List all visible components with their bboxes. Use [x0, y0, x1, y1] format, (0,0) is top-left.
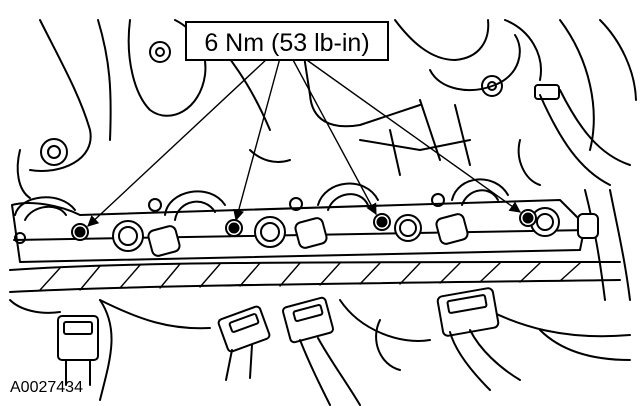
- fuel-rail-bolt-1: [71, 223, 89, 241]
- engine-background: [16, 19, 637, 301]
- torque-spec-label: 6 Nm (53 lb-in): [204, 29, 369, 57]
- leader-arrow-1: [87, 57, 269, 227]
- leader-arrow-2: [233, 57, 281, 222]
- electrical-connectors: [57, 287, 631, 406]
- fuel-injectors: [147, 213, 599, 257]
- injector-clips: [14, 178, 509, 221]
- intake-manifold: [11, 193, 591, 263]
- callout-box: [185, 21, 389, 61]
- fuel-rail-bolt-4: [519, 209, 537, 227]
- fuel-rail-bolt-3: [373, 213, 391, 231]
- fuel-rail-bolts: [71, 209, 537, 241]
- figure-id: A0027434: [10, 379, 83, 396]
- wiring-harness: [9, 261, 631, 342]
- torque-callout: 6 Nm (53 lb-in): [185, 21, 389, 61]
- callout-leaders: [87, 57, 521, 227]
- leader-arrow-4: [303, 57, 521, 213]
- fuel-rail-bolt-2: [225, 219, 243, 237]
- leader-arrow-3: [291, 57, 377, 215]
